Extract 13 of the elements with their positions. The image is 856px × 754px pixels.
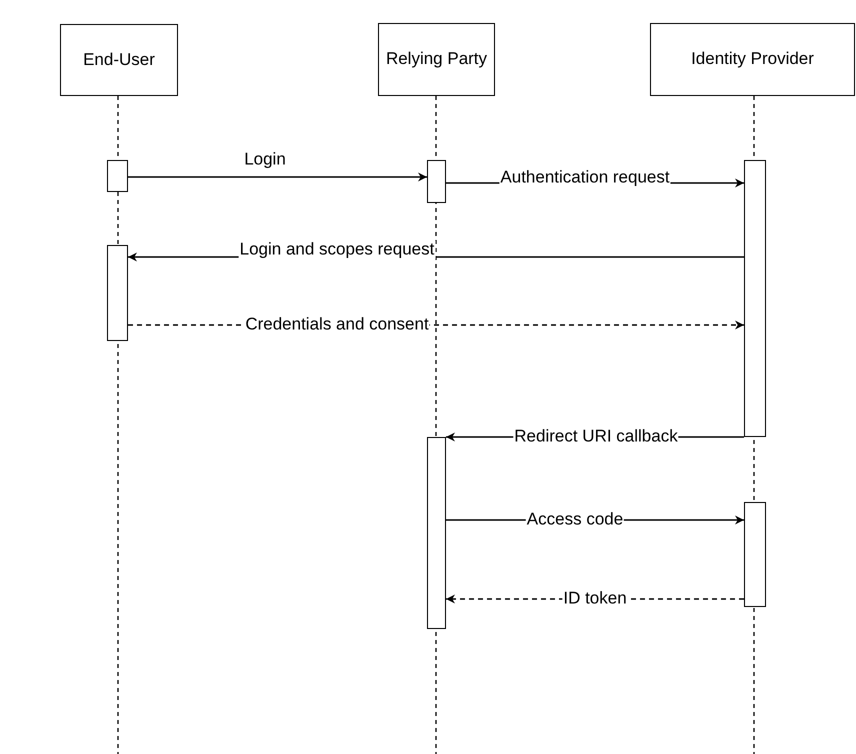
- edge-label: Authentication request: [499, 168, 671, 188]
- edge-label: Login and scopes request: [238, 240, 436, 260]
- participant-box: Relying Party: [378, 23, 495, 96]
- arrow: [128, 172, 427, 182]
- participant-box: Identity Provider: [650, 23, 855, 96]
- activation-bar: [427, 160, 446, 203]
- activation-bar: [427, 437, 446, 629]
- activation-bar: [107, 160, 128, 192]
- participant-box: End-User: [60, 24, 178, 96]
- edge-label: Login: [243, 150, 287, 170]
- activation-bar: [744, 502, 766, 607]
- activation-bar: [744, 160, 766, 437]
- activation-bar: [107, 245, 128, 341]
